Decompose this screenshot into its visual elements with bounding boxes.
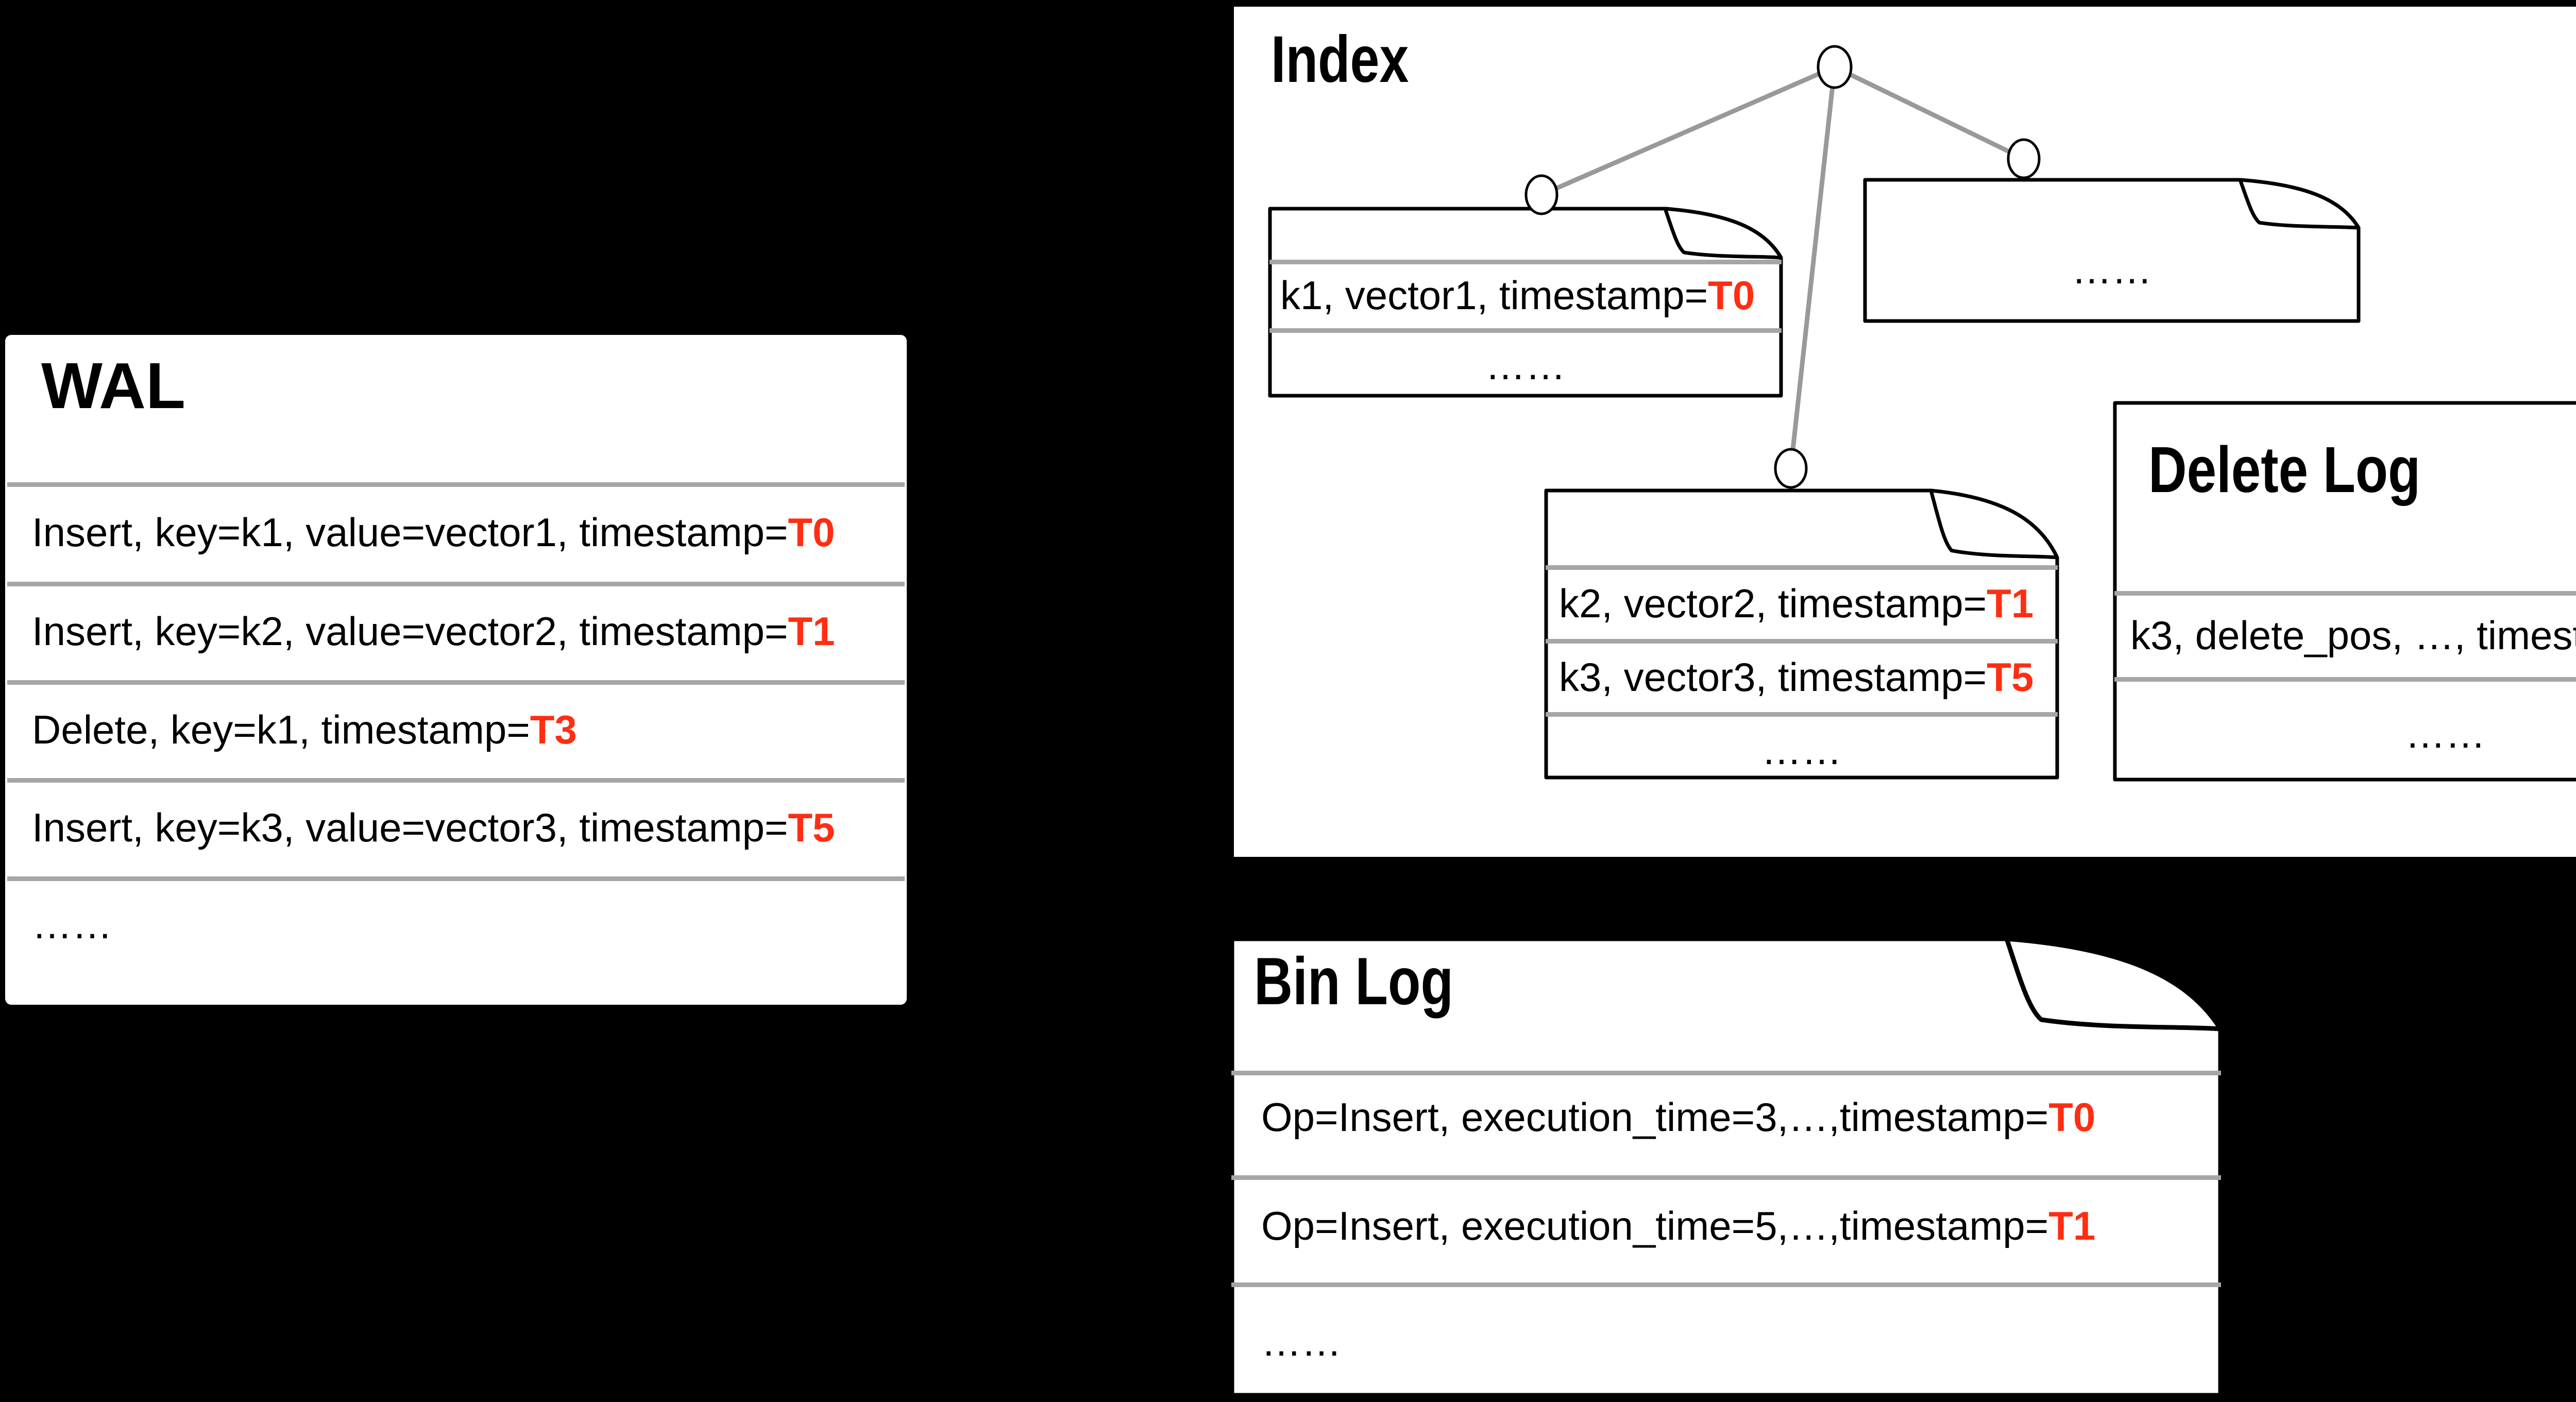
timestamp-value: T3 bbox=[530, 707, 577, 752]
delete-log-title: Delete Log bbox=[2148, 433, 2421, 506]
segment-row-text: k2, vector2, timestamp= bbox=[1559, 581, 1987, 626]
wal-log-box: WAL Insert, key=k1, value=vector1, times… bbox=[5, 335, 907, 1005]
segment-ellipsis-row: …… bbox=[2072, 247, 2152, 292]
tree-middle-node bbox=[1774, 448, 1808, 489]
folded-corner-icon bbox=[1663, 207, 1783, 260]
timestamp-value: T0 bbox=[1708, 273, 1755, 318]
segment-row-text: k1, vector1, timestamp= bbox=[1280, 273, 1708, 318]
bin-log-row: Op=Insert, execution_time=3,…,timestamp=… bbox=[1261, 1097, 2095, 1137]
tree-edge-left bbox=[1540, 64, 1836, 197]
divider bbox=[7, 582, 905, 586]
wal-row-text: Delete, key=k1, timestamp= bbox=[32, 707, 530, 752]
tree-edge-right bbox=[1834, 64, 2025, 161]
divider bbox=[7, 876, 905, 881]
divider bbox=[1269, 328, 1782, 333]
wal-ellipsis-row: …… bbox=[32, 902, 112, 947]
bin-log-title: Bin Log bbox=[1254, 943, 1454, 1019]
divider bbox=[7, 680, 905, 685]
bin-log-row-text: Op=Insert, execution_time=3,…,timestamp= bbox=[1261, 1094, 2049, 1140]
timestamp-value: T5 bbox=[788, 805, 835, 850]
divider bbox=[1546, 712, 2058, 717]
index-segment-more-doc: …… bbox=[1862, 177, 2361, 324]
divider bbox=[1546, 565, 2058, 570]
wal-row-insert-k2: Insert, key=k2, value=vector2, timestamp… bbox=[32, 611, 835, 651]
wal-row-insert-k3: Insert, key=k3, value=vector3, timestamp… bbox=[32, 807, 835, 848]
divider bbox=[1546, 639, 2058, 644]
divider bbox=[2114, 677, 2576, 682]
timestamp-value: T0 bbox=[2048, 1094, 2096, 1140]
tree-edge-middle bbox=[1788, 66, 1837, 469]
segment-ellipsis-row: …… bbox=[1485, 343, 1566, 388]
document-page-curl-shape bbox=[1268, 207, 1783, 398]
wal-row-insert-k1: Insert, key=k1, value=vector1, timestamp… bbox=[32, 512, 835, 552]
wal-row-text: Insert, key=k1, value=vector1, timestamp… bbox=[32, 510, 788, 555]
tree-root-node bbox=[1817, 45, 1853, 89]
wal-title: WAL bbox=[41, 349, 185, 422]
divider bbox=[7, 778, 905, 783]
document-page-curl-shape bbox=[1863, 178, 2361, 323]
segment-row-text: k3, vector3, timestamp= bbox=[1559, 654, 1987, 700]
bin-log-row: Op=Insert, execution_time=5,…,timestamp=… bbox=[1261, 1206, 2095, 1246]
segment-ellipsis-row: …… bbox=[1761, 728, 1842, 773]
segment-row: k1, vector1, timestamp=T0 bbox=[1280, 275, 1755, 315]
document-page-curl-shape bbox=[1229, 936, 2223, 1398]
delete-log-ellipsis-row: …… bbox=[2405, 711, 2486, 756]
index-title: Index bbox=[1271, 23, 1409, 96]
divider bbox=[1231, 1282, 2221, 1287]
index-segment-k2k3-doc: k2, vector2, timestamp=T1 k3, vector3, t… bbox=[1544, 488, 2060, 780]
timestamp-value: T0 bbox=[788, 510, 835, 555]
bin-log-doc: Bin Log Op=Insert, execution_time=3,…,ti… bbox=[1229, 936, 2223, 1398]
folded-corner-icon bbox=[2238, 178, 2361, 230]
divider bbox=[1231, 1175, 2221, 1180]
segment-row: k3, vector3, timestamp=T5 bbox=[1559, 657, 2033, 697]
timestamp-value: T1 bbox=[1987, 581, 2034, 626]
divider bbox=[2114, 591, 2576, 596]
divider bbox=[1231, 1071, 2221, 1075]
delete-log-row-text: k3, delete_pos, …, timestamp= bbox=[2130, 613, 2576, 658]
index-segment-k1-doc: k1, vector1, timestamp=T0 …… bbox=[1267, 206, 1784, 398]
tree-right-node bbox=[2007, 138, 2041, 179]
folded-corner-icon bbox=[2004, 936, 2223, 1032]
timestamp-value: T1 bbox=[788, 609, 835, 654]
wal-row-text: Insert, key=k2, value=vector2, timestamp… bbox=[32, 609, 788, 654]
folded-corner-icon bbox=[1929, 488, 2059, 560]
bin-log-ellipsis-row: …… bbox=[1261, 1319, 1342, 1364]
divider bbox=[7, 482, 905, 487]
bin-log-row-text: Op=Insert, execution_time=5,…,timestamp= bbox=[1261, 1203, 2049, 1248]
timestamp-value: T5 bbox=[1987, 654, 2034, 700]
document-page-curl-shape bbox=[1544, 488, 2059, 780]
divider bbox=[1269, 260, 1782, 264]
delete-log-doc: Delete Log k3, delete_pos, …, timestamp=… bbox=[2112, 400, 2576, 782]
wal-row-text: Insert, key=k3, value=vector3, timestamp… bbox=[32, 805, 788, 850]
delete-log-row: k3, delete_pos, …, timestamp=T3 bbox=[2130, 615, 2576, 655]
timestamp-value: T1 bbox=[2048, 1203, 2096, 1248]
wal-row-delete-k1: Delete, key=k1, timestamp=T3 bbox=[32, 710, 577, 750]
segment-row: k2, vector2, timestamp=T1 bbox=[1559, 583, 2033, 623]
index-panel: Index k1, vector1, timestamp=T0 …… …… bbox=[1234, 7, 2576, 857]
